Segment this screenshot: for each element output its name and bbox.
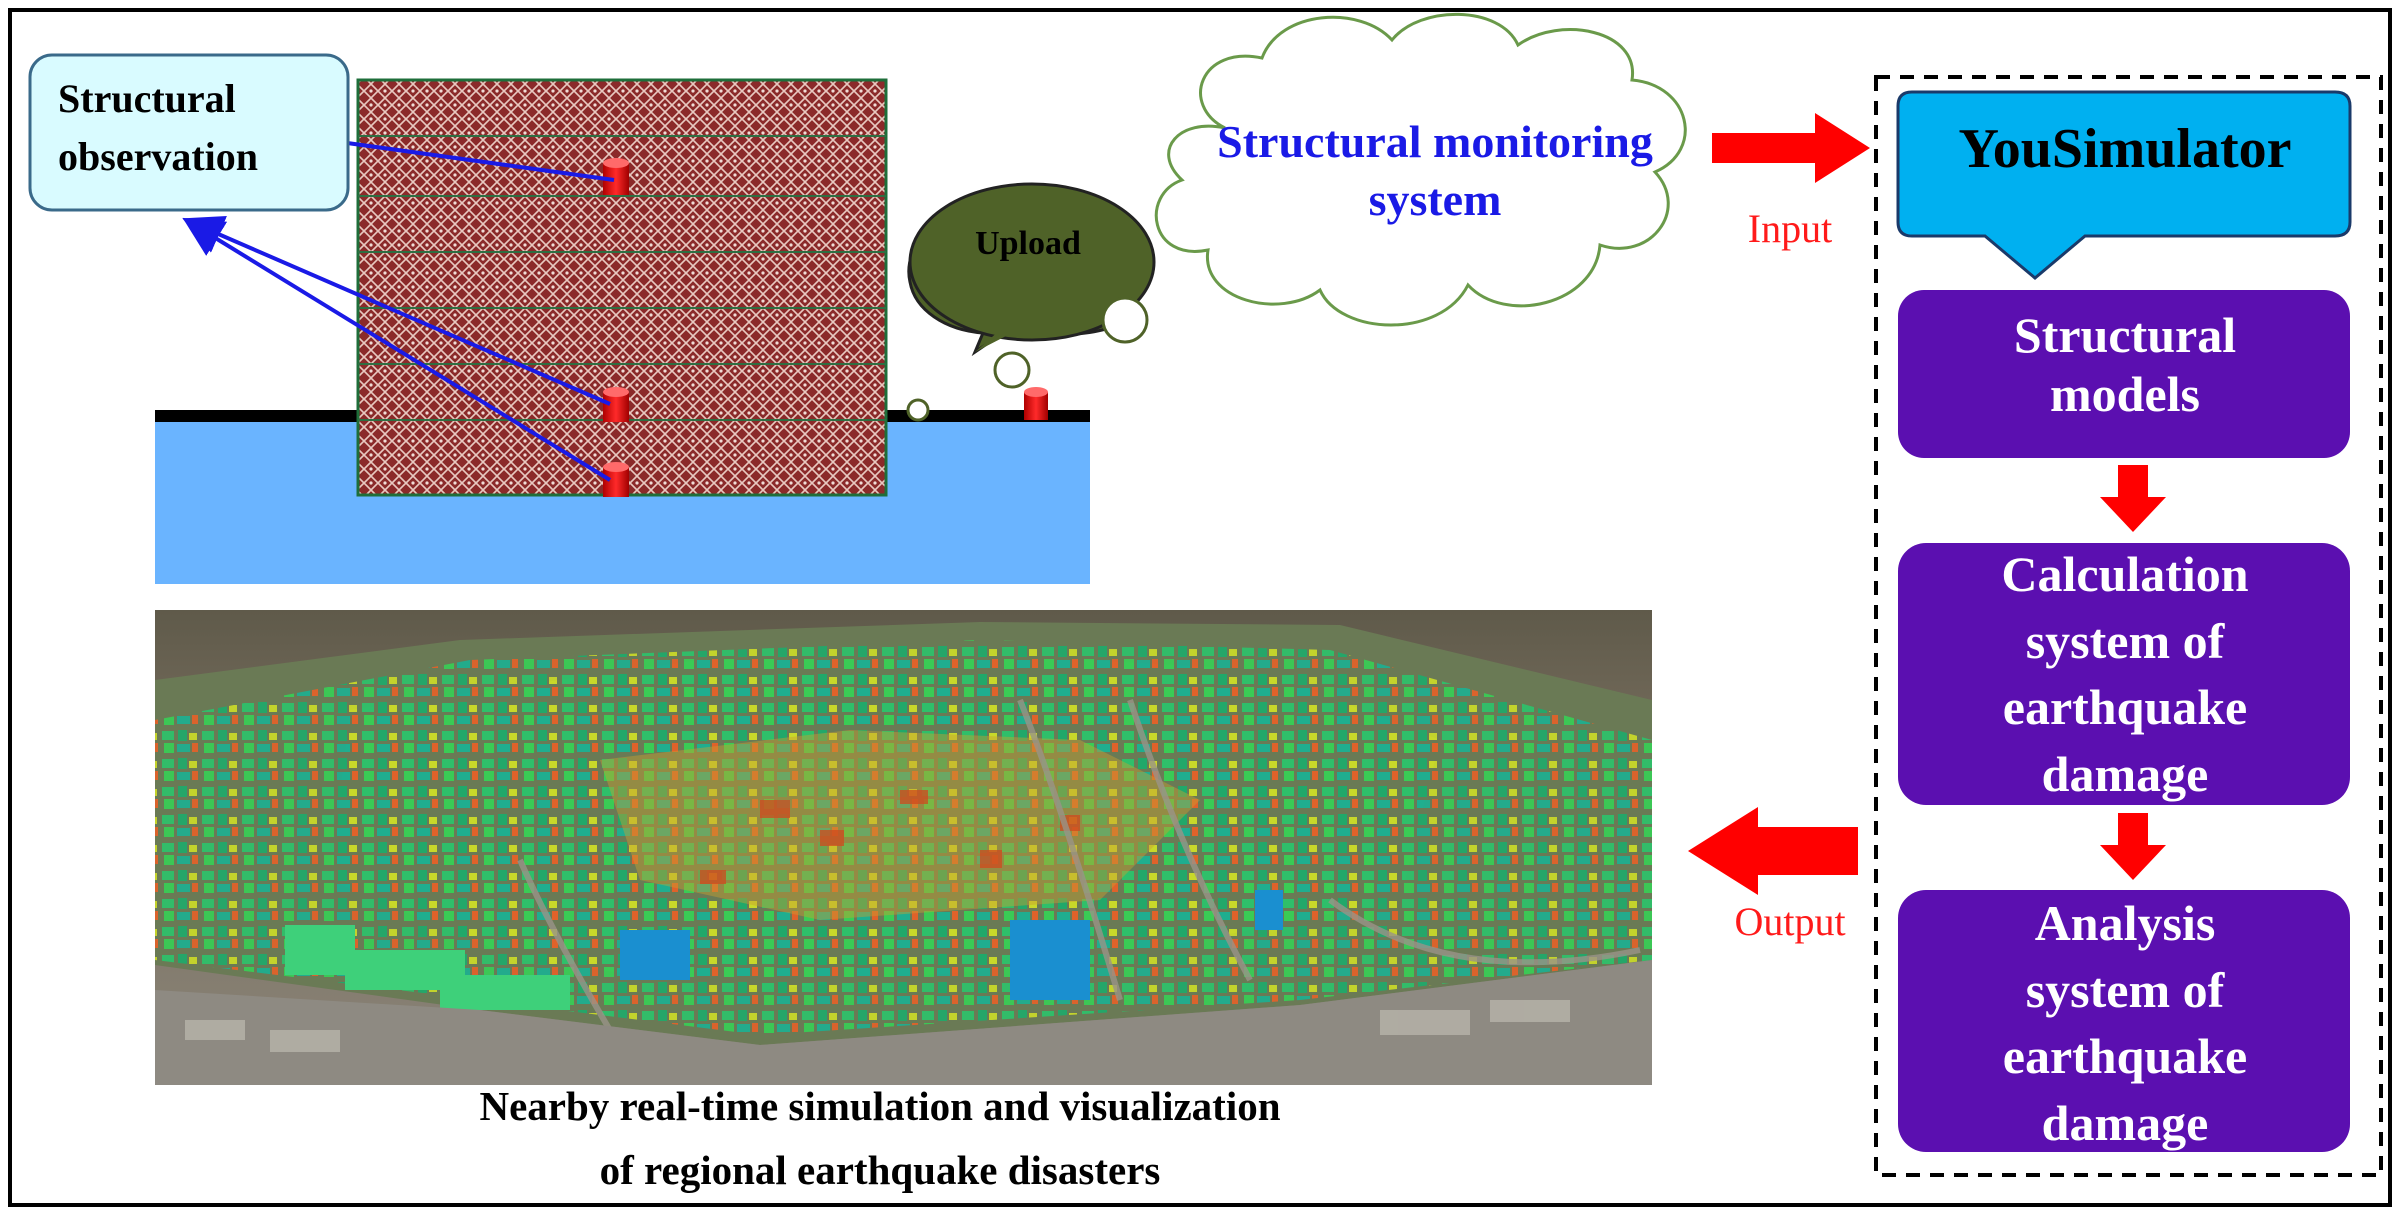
yousimulator-box (1896, 90, 2352, 280)
analysis-line4: damage (2041, 1094, 2209, 1151)
analysis-line2: system of (2025, 961, 2225, 1018)
structural-models-label: Structural models (1895, 306, 2355, 424)
structural-models-box (1898, 290, 2350, 458)
output-label: Output (1734, 899, 1846, 944)
observation-label-line2: observation (58, 134, 258, 179)
analysis-line1: Analysis (2034, 895, 2216, 951)
calc-line1: Calculation (2001, 546, 2249, 602)
output-arrow (1688, 807, 1858, 895)
structural-observation-box (28, 53, 350, 212)
outer-frame (8, 8, 2392, 1207)
input-label: Input (1747, 206, 1833, 251)
models-line1: Structural (2013, 307, 2237, 363)
down-arrow-1 (2100, 465, 2166, 532)
caption-line2: of regional earthquake disasters (599, 1146, 1161, 1193)
analysis-system-label: Analysis system of earthquake damage (1895, 890, 2355, 1156)
upload-label: Upload (975, 225, 1081, 262)
city-simulation-image (155, 610, 1652, 1085)
figure-caption: Nearby real-time simulation and visualiz… (280, 1075, 1480, 1202)
observation-label-line1: Structural (58, 76, 236, 121)
analysis-system-box (1898, 890, 2350, 1152)
calculation-system-label: Calculation system of earthquake damage (1895, 541, 2355, 807)
calc-line2: system of (2025, 612, 2225, 669)
building-floor-lines (358, 135, 886, 421)
simulator-container (1874, 75, 2383, 1177)
building-structure (356, 78, 888, 497)
down-arrow-2 (2100, 813, 2166, 880)
sensor-roof (603, 158, 629, 195)
caption-line1: Nearby real-time simulation and visualiz… (479, 1083, 1281, 1129)
monitoring-system-label: Structural monitoring system (1165, 113, 1705, 228)
calc-line4: damage (2041, 745, 2209, 802)
sensor-free-field (1024, 387, 1048, 420)
sensor-basement (603, 462, 629, 497)
observation-links (182, 140, 615, 482)
sensor-ground-floor (603, 387, 629, 422)
monitoring-label-line1: Structural monitoring (1217, 116, 1653, 167)
calc-line3: earthquake (2002, 679, 2248, 735)
monitoring-cloud (1154, 12, 1687, 327)
analysis-line3: earthquake (2002, 1028, 2248, 1084)
monitoring-label-line2: system (1368, 173, 1502, 225)
input-arrow (1712, 113, 1870, 183)
calculation-system-box (1898, 543, 2350, 805)
structural-observation-label: Structural observation (30, 70, 348, 186)
yousimulator-title: YouSimulator (1958, 118, 2292, 180)
upload-bubble (906, 182, 1156, 422)
models-line2: models (2050, 366, 2200, 422)
